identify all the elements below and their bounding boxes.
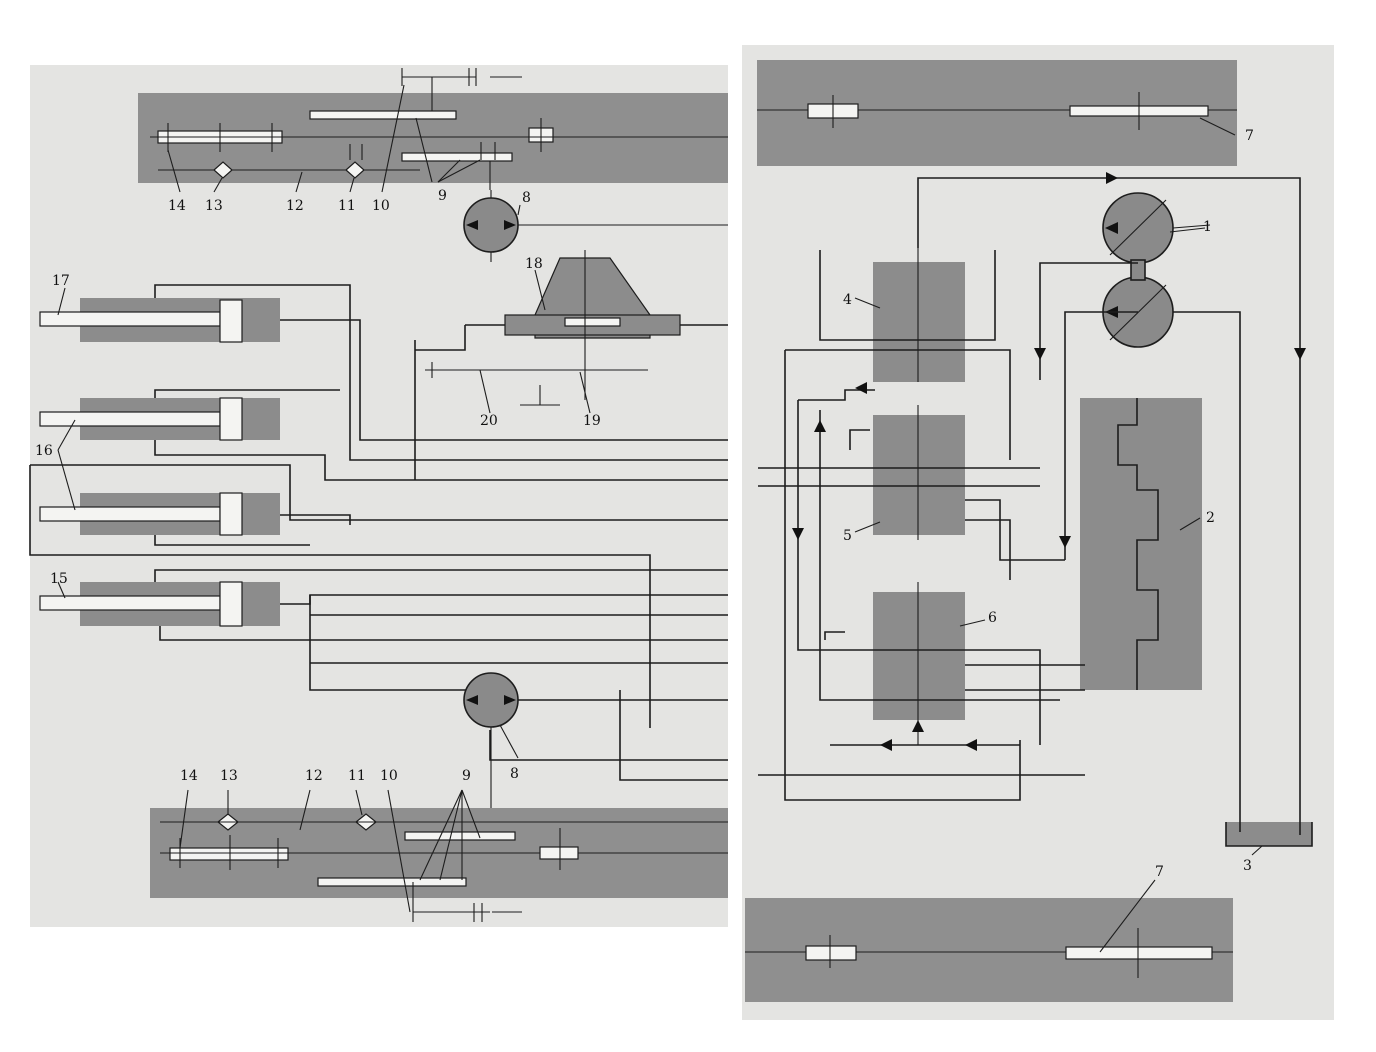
pump-bottom: [463, 672, 519, 815]
distributor-2: [1080, 398, 1202, 690]
cylinder-17: [39, 298, 280, 343]
right-page: [742, 45, 1334, 1020]
valve-block-5: [873, 405, 965, 540]
label-9-top: 9: [438, 188, 447, 204]
label-12-bottom: 12: [305, 768, 323, 784]
label-13-bottom: 13: [220, 768, 238, 784]
label-8-bottom: 8: [510, 766, 519, 782]
label-9-bottom: 9: [462, 768, 471, 784]
label-16: 16: [35, 443, 53, 459]
label-14-top: 14: [168, 198, 186, 214]
cylinder-15: [39, 581, 280, 627]
label-18: 18: [525, 256, 543, 272]
label-13-top: 13: [205, 198, 223, 214]
label-2: 2: [1206, 510, 1215, 526]
label-1: 1: [1203, 219, 1212, 235]
cylinder-16-upper: [39, 397, 280, 441]
left-labels: 14 13 12 11 10 9 8 17 16 15 18 20 19 8 1…: [35, 188, 601, 784]
label-4: 4: [843, 292, 852, 308]
label-20: 20: [480, 413, 498, 429]
right-top-band: [757, 60, 1237, 166]
label-15: 15: [50, 571, 68, 587]
label-10-top: 10: [372, 198, 390, 214]
label-3: 3: [1243, 858, 1252, 874]
valve-block-6: [873, 582, 965, 745]
tank-3: [1225, 822, 1313, 847]
right-leaders: [854, 117, 1263, 953]
label-14-bottom: 14: [180, 768, 198, 784]
label-19: 19: [583, 413, 601, 429]
cylinder-16-lower: [39, 492, 280, 536]
label-11-top: 11: [338, 198, 356, 214]
label-7-bottom: 7: [1155, 864, 1164, 880]
wheel-holder: [425, 250, 681, 406]
left-pipelines: [29, 284, 728, 781]
label-7-top: 7: [1245, 128, 1254, 144]
label-8-top: 8: [522, 190, 531, 206]
label-5: 5: [843, 528, 852, 544]
left-leaders: [57, 84, 591, 913]
left-bottom-band: [150, 808, 728, 922]
pump-top: [463, 190, 728, 262]
label-11-bottom: 11: [348, 768, 366, 784]
label-12-top: 12: [286, 198, 304, 214]
label-17: 17: [52, 273, 70, 289]
right-bottom-band: [745, 898, 1233, 1002]
label-10-bottom: 10: [380, 768, 398, 784]
right-labels: 7 1 2 3 4 5 6 7: [843, 128, 1254, 880]
left-top-band: [138, 68, 728, 190]
right-pipelines: [758, 172, 1306, 835]
label-6: 6: [988, 610, 997, 626]
valve-block-4: [873, 248, 965, 382]
